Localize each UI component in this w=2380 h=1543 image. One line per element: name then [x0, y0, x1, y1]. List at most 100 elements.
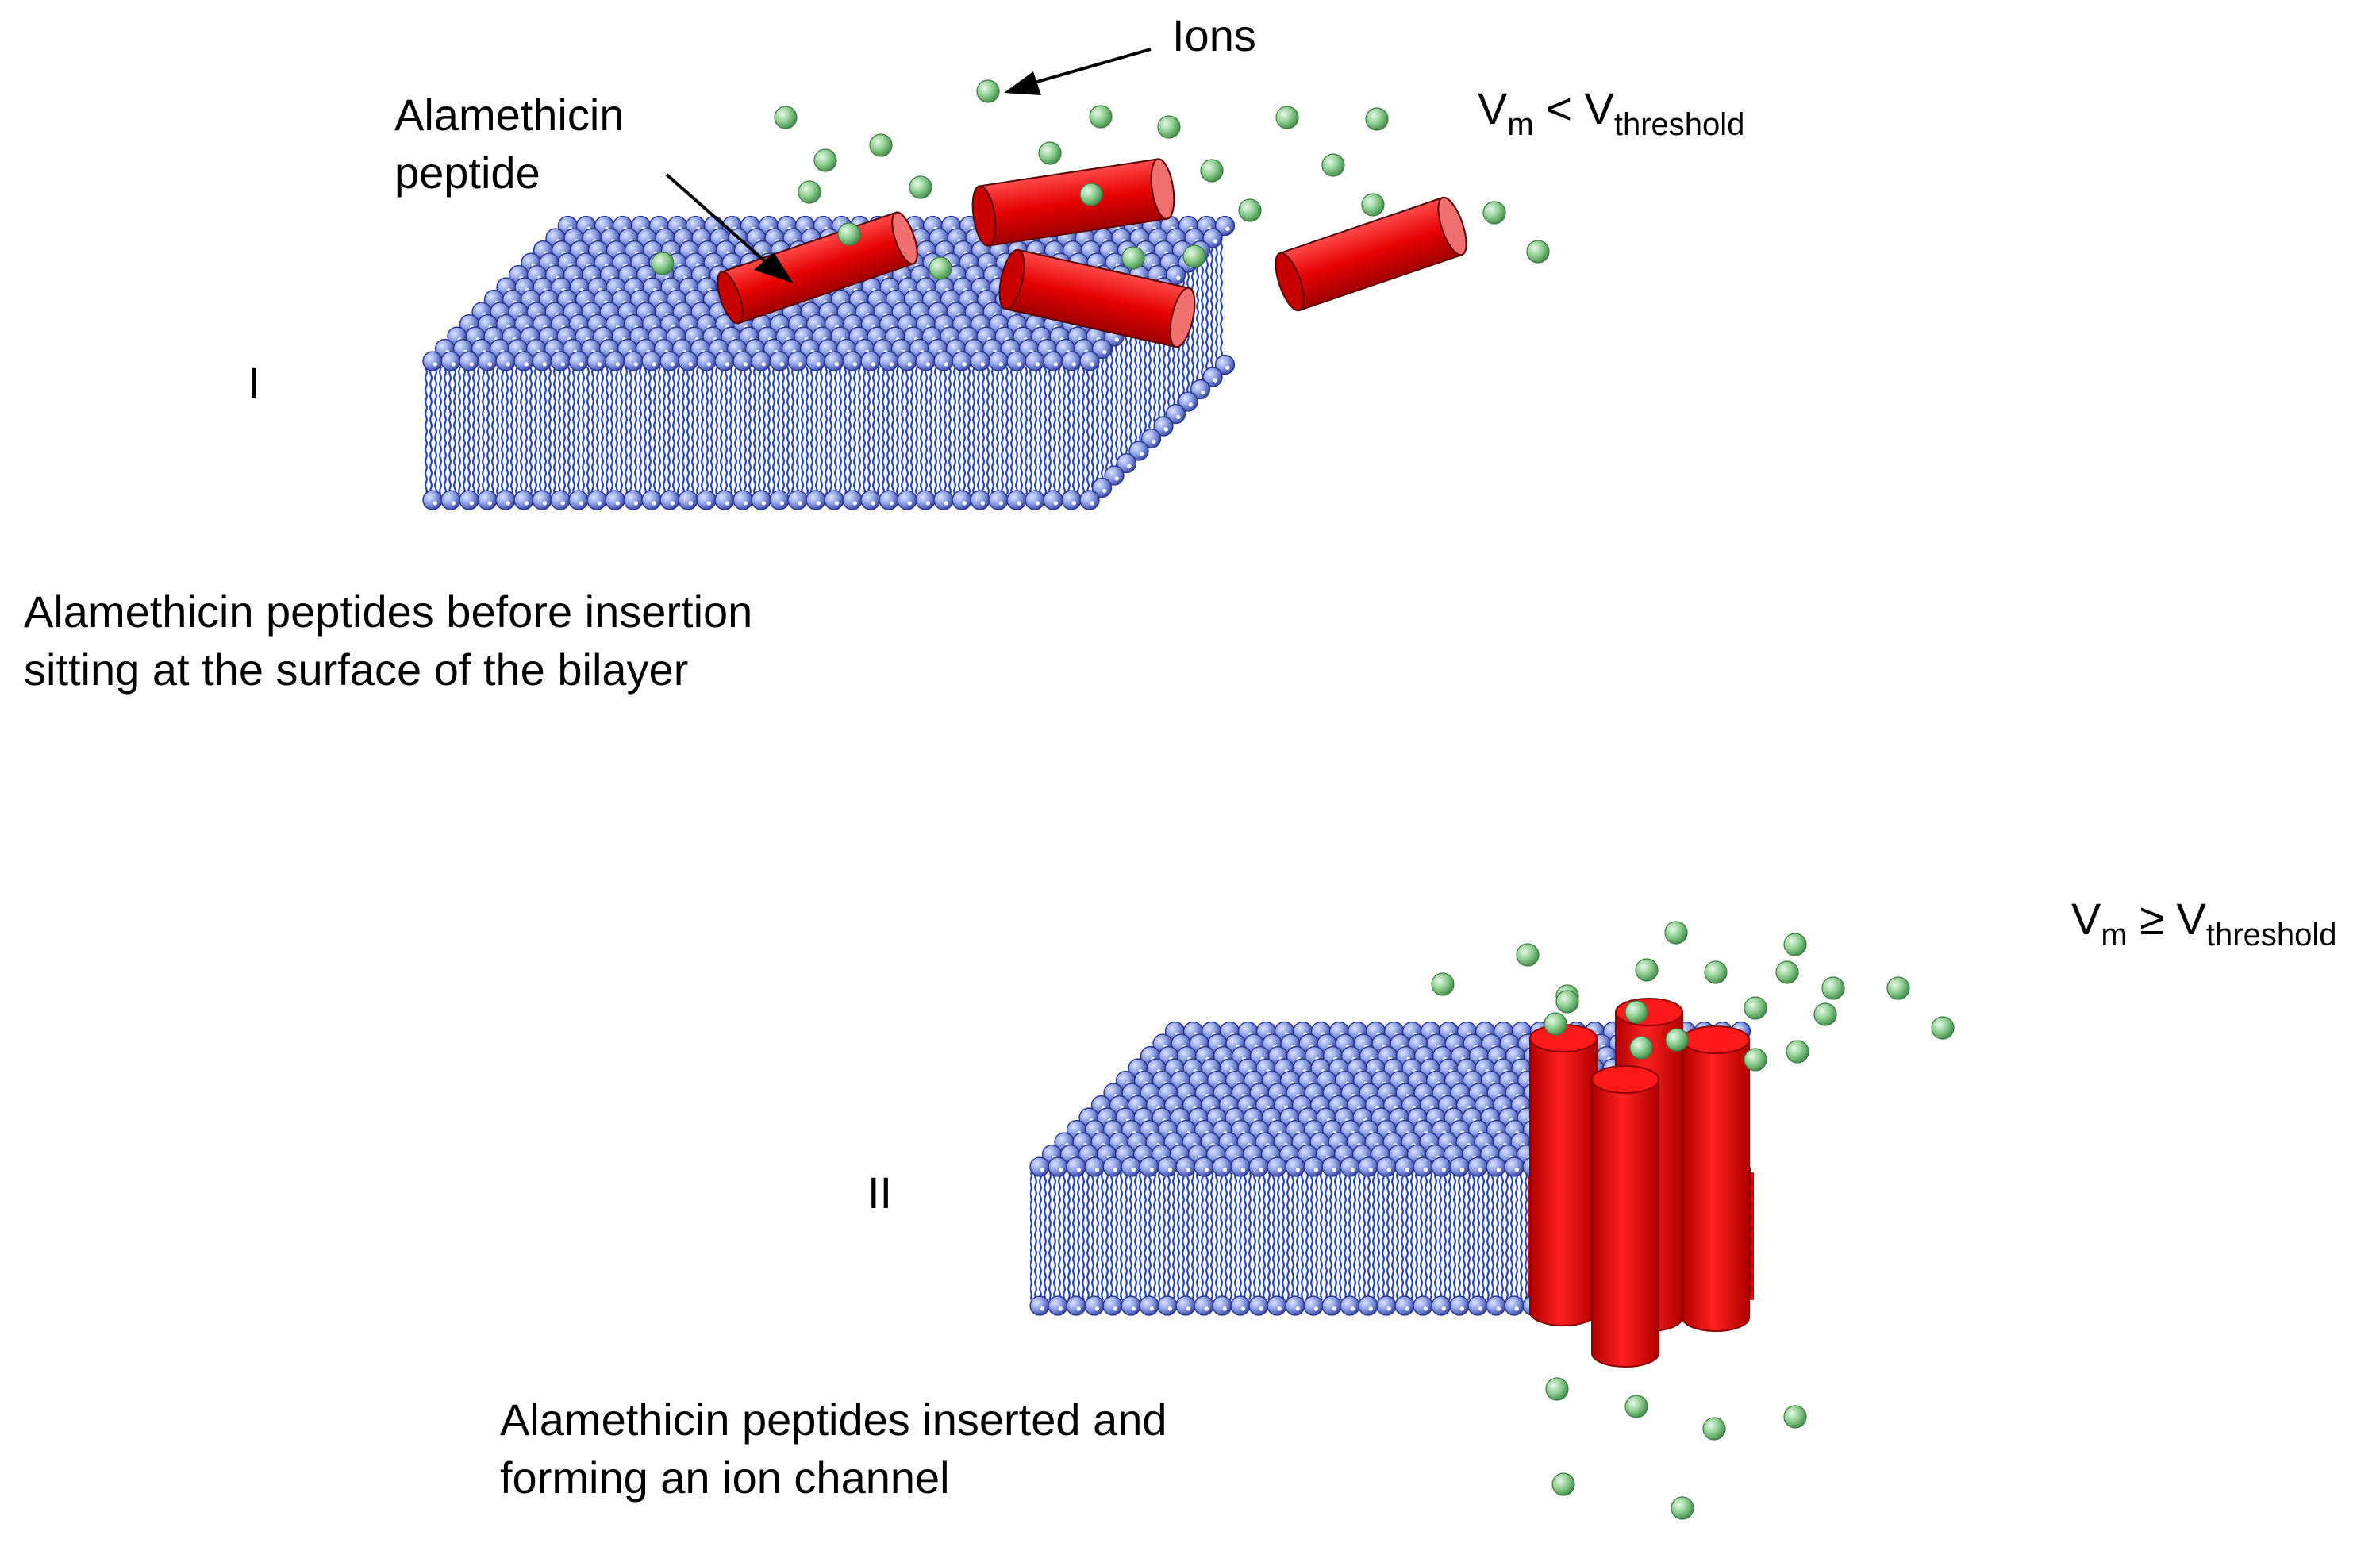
lipid-head: [422, 490, 443, 510]
lipid-tails-front: [1030, 1172, 1615, 1300]
lipid-head: [422, 351, 443, 371]
arrowhead: [1004, 71, 1041, 95]
lipid-head: [659, 351, 680, 371]
panel-1-voltage-condition: Vm < Vthreshold: [1478, 83, 1744, 143]
lipid-head: [1376, 1295, 1397, 1316]
ions-panel-1: [651, 79, 1550, 280]
lipid-head: [915, 351, 936, 371]
lipid-head: [806, 351, 826, 371]
lipid-head: [1165, 403, 1186, 425]
lipid-head: [1175, 1295, 1196, 1316]
lipid-head: [1303, 1156, 1324, 1177]
lipid-head: [860, 351, 881, 371]
channel-peptide: [1682, 1025, 1750, 1332]
ion: [929, 256, 952, 280]
lipid-head: [1486, 1295, 1506, 1316]
alamethicin-peptide: [971, 158, 1175, 247]
v-symbol: V: [2176, 894, 2206, 944]
v-subscript-m: m: [2101, 918, 2128, 952]
ion: [813, 148, 837, 172]
lipid-head: [495, 351, 516, 371]
lipid-head: [1214, 215, 1236, 237]
ion: [1516, 943, 1540, 967]
lipid-head: [1102, 1295, 1123, 1316]
lipid-head: [769, 351, 790, 371]
lipid-head: [1190, 379, 1211, 400]
ion: [1783, 933, 1807, 956]
lipid-head: [1178, 391, 1198, 412]
ion: [1482, 201, 1506, 225]
ion: [1783, 1405, 1807, 1429]
lipid-head: [970, 351, 990, 371]
lipid-head: [970, 490, 990, 510]
lipid-head: [1061, 490, 1082, 510]
lipid-head: [1194, 1295, 1214, 1316]
lipid-head: [824, 490, 844, 510]
lipid-head: [1467, 1295, 1488, 1316]
callout-arrows: [665, 48, 1152, 283]
lipid-head: [605, 490, 625, 510]
lipid-head: [1358, 1156, 1378, 1177]
lipid-head: [988, 351, 1009, 371]
lipid-head: [1212, 1295, 1232, 1316]
lipid-head: [1091, 338, 1113, 360]
lipid-head: [1467, 1156, 1488, 1177]
ion: [1786, 1040, 1809, 1064]
lipid-head: [860, 490, 881, 510]
lipid-head: [495, 490, 516, 510]
panel-2-numeral: II: [867, 1168, 893, 1218]
ion: [1321, 153, 1345, 177]
lipid-head: [714, 490, 735, 510]
lipid-head: [1006, 351, 1027, 371]
lipid-head: [1084, 1156, 1105, 1177]
lipid-head: [1194, 1156, 1214, 1177]
lipid-head: [732, 351, 753, 371]
lipid-head: [1504, 1295, 1525, 1316]
lipid-head: [1214, 354, 1236, 375]
v-subscript-threshold: threshold: [1613, 107, 1745, 142]
lipid-head: [1025, 351, 1045, 371]
lipid-head: [477, 490, 498, 510]
ion: [1200, 159, 1224, 183]
lipid-tails-front: [423, 367, 1099, 494]
lipid-head: [988, 490, 1009, 510]
lipid-head: [1079, 490, 1100, 510]
peptide-callout-line-2: peptide: [394, 148, 540, 198]
lipid-head: [1340, 1295, 1360, 1316]
panel-2-caption-line-2: forming an ion channel: [500, 1453, 950, 1503]
ion: [1624, 1000, 1648, 1024]
ion: [1121, 246, 1145, 270]
lipid-head: [1091, 477, 1113, 498]
ion: [1238, 198, 1262, 222]
ion: [1629, 1036, 1653, 1060]
lipid-head: [732, 490, 753, 510]
lipid-head: [1121, 1295, 1141, 1316]
lipid-head: [1079, 351, 1100, 371]
lipid-head: [952, 351, 972, 371]
panel-1-caption-line-2: sitting at the surface of the bilayer: [24, 645, 689, 695]
lipid-head: [1321, 1156, 1342, 1177]
lipid-head: [751, 351, 771, 371]
lipid-head: [568, 351, 589, 371]
peptides-panel-1: [717, 158, 1467, 348]
alamethicin-peptide: [998, 248, 1196, 348]
lipid-head: [568, 490, 589, 510]
lipid-head: [513, 351, 534, 371]
lipid-head: [1431, 1295, 1451, 1316]
ion: [1664, 921, 1688, 945]
lipid-head: [1139, 1156, 1159, 1177]
v-subscript-threshold: threshold: [2205, 918, 2337, 952]
lipid-head: [1102, 1156, 1123, 1177]
lipid-head: [1285, 1295, 1305, 1316]
lipid-head: [1267, 1156, 1287, 1177]
lipid-head: [696, 351, 717, 371]
lipid-head: [952, 490, 972, 510]
ion: [798, 180, 821, 204]
lipid-head: [1248, 1156, 1269, 1177]
ions-panel-2: [1431, 921, 1955, 1520]
lipid-head: [605, 351, 625, 371]
lipid-head: [1157, 1295, 1178, 1316]
lipid-head: [933, 490, 954, 510]
lipid-head: [1431, 1156, 1451, 1177]
